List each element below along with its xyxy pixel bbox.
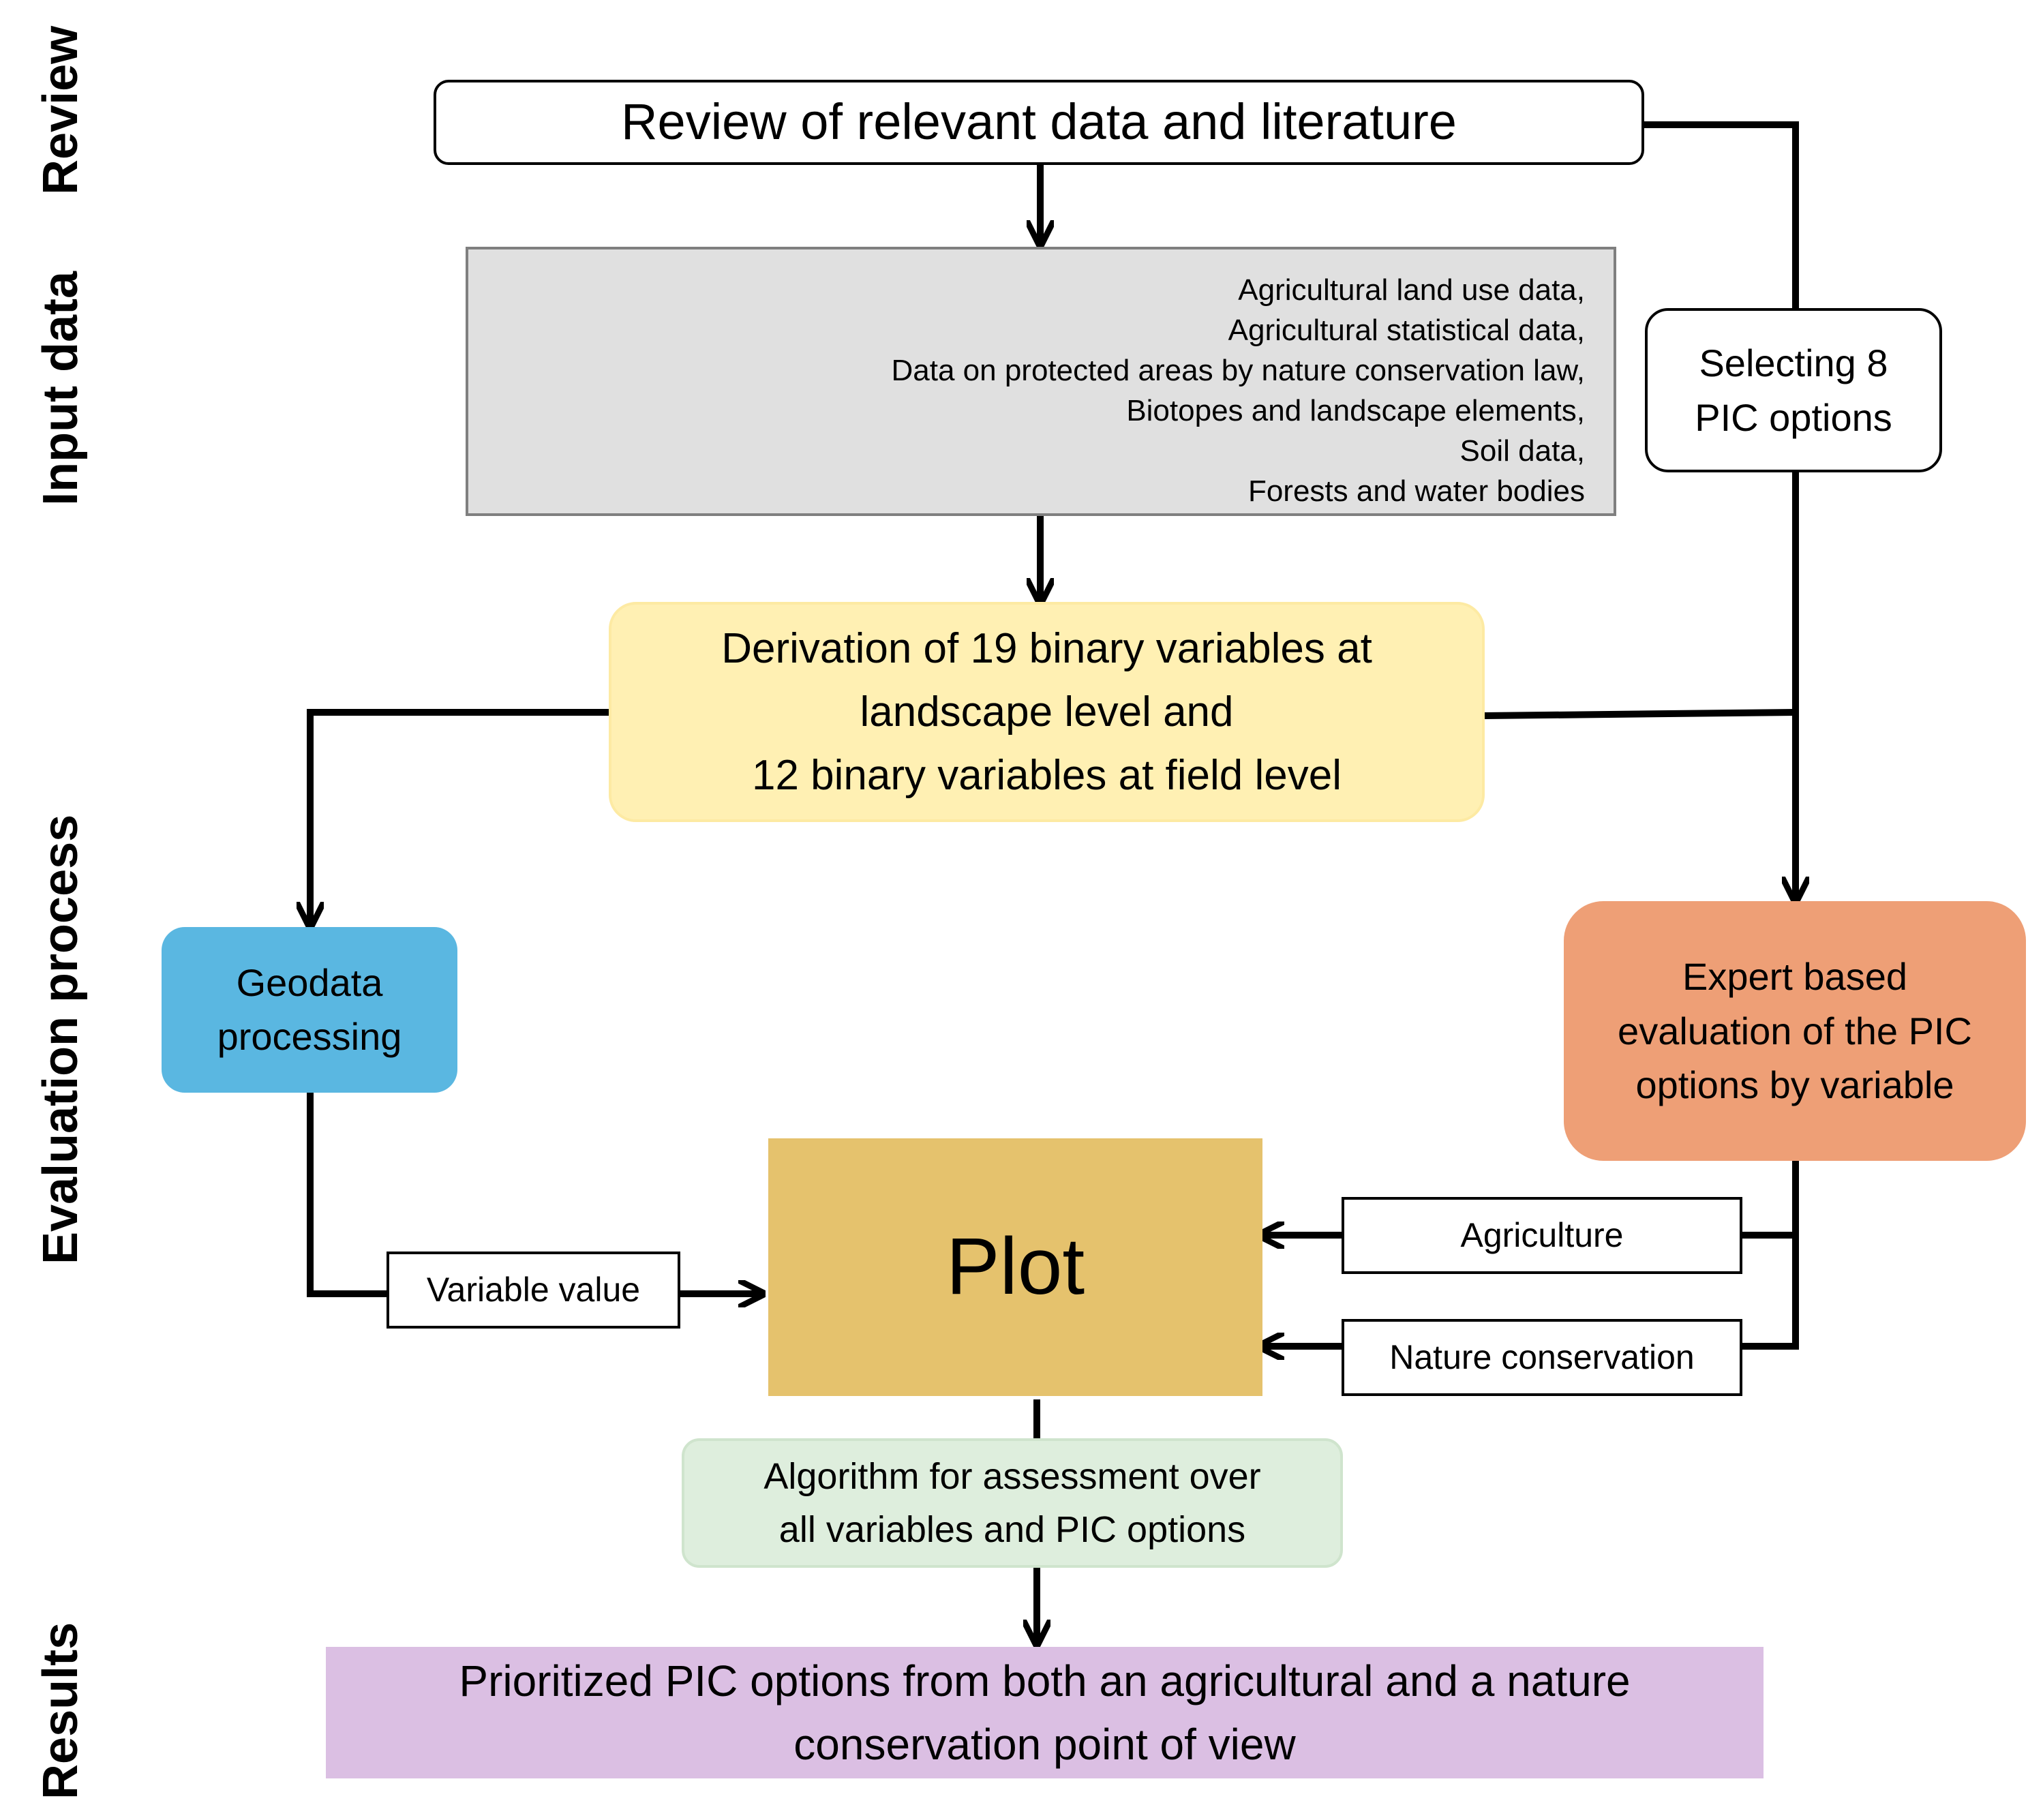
algorithm-box: Algorithm for assessment over all variab… <box>682 1438 1343 1568</box>
selecting-box: Selecting 8 PIC options <box>1645 308 1942 472</box>
variable-value-label: Variable value <box>426 1271 641 1309</box>
variable-value-box: Variable value <box>387 1252 680 1329</box>
arrow-derivation-to-geodata <box>310 709 609 924</box>
stage-input-wrap: Input data <box>0 271 232 506</box>
derivation-box: Derivation of 19 binary variables at lan… <box>609 602 1485 822</box>
input-data-box: Agricultural land use data, Agricultural… <box>466 247 1616 516</box>
review-box: Review of relevant data and literature <box>434 80 1644 165</box>
stage-label-evaluation-process: Evaluation process <box>33 814 89 1265</box>
stage-review-wrap: Review <box>0 26 143 195</box>
stage-label-input-data: Input data <box>33 271 89 506</box>
geodata-box-label: Geodata processing <box>217 961 402 1058</box>
geodata-box: Geodata processing <box>162 927 457 1093</box>
line-expert-to-agriculture-nature <box>1742 1161 1799 1350</box>
line-derivation-to-right <box>1484 709 1796 719</box>
stage-label-results: Results <box>33 1622 89 1800</box>
input-data-item: Soil data, <box>1459 434 1585 468</box>
results-box: Prioritized PIC options from both an agr… <box>326 1647 1764 1778</box>
nature-conservation-label: Nature conservation <box>1389 1338 1695 1376</box>
nature-conservation-box: Nature conservation <box>1342 1319 1742 1396</box>
input-data-item: Data on protected areas by nature conser… <box>891 354 1586 387</box>
expert-box: Expert based evaluation of the PIC optio… <box>1564 901 2026 1161</box>
input-data-item: Biotopes and landscape elements, <box>1126 394 1585 427</box>
results-box-label: Prioritized PIC options from both an agr… <box>459 1656 1631 1769</box>
stage-results-wrap: Results <box>0 1622 157 1800</box>
agriculture-box: Agriculture <box>1342 1197 1742 1274</box>
stage-label-review-text: Review <box>33 25 89 196</box>
algorithm-box-label: Algorithm for assessment over all variab… <box>763 1455 1261 1550</box>
review-box-label: Review of relevant data and literature <box>621 93 1457 151</box>
line-geodata-to-variable-value <box>307 1093 387 1297</box>
input-data-item: Agricultural statistical data, <box>1228 314 1585 347</box>
expert-box-label: Expert based evaluation of the PIC optio… <box>1618 955 1972 1107</box>
input-data-item: Agricultural land use data, <box>1238 273 1585 307</box>
plot-box: Plot <box>768 1138 1262 1396</box>
line-review-to-selecting <box>1643 121 1799 308</box>
input-data-item: Forests and water bodies <box>1247 474 1585 508</box>
input-data-list: Agricultural land use data, Agricultural… <box>892 270 1586 511</box>
selecting-box-label: Selecting 8 PIC options <box>1695 341 1892 439</box>
plot-box-label: Plot <box>945 1222 1085 1312</box>
agriculture-label: Agriculture <box>1460 1216 1624 1254</box>
derivation-box-label: Derivation of 19 binary variables at lan… <box>721 625 1372 799</box>
